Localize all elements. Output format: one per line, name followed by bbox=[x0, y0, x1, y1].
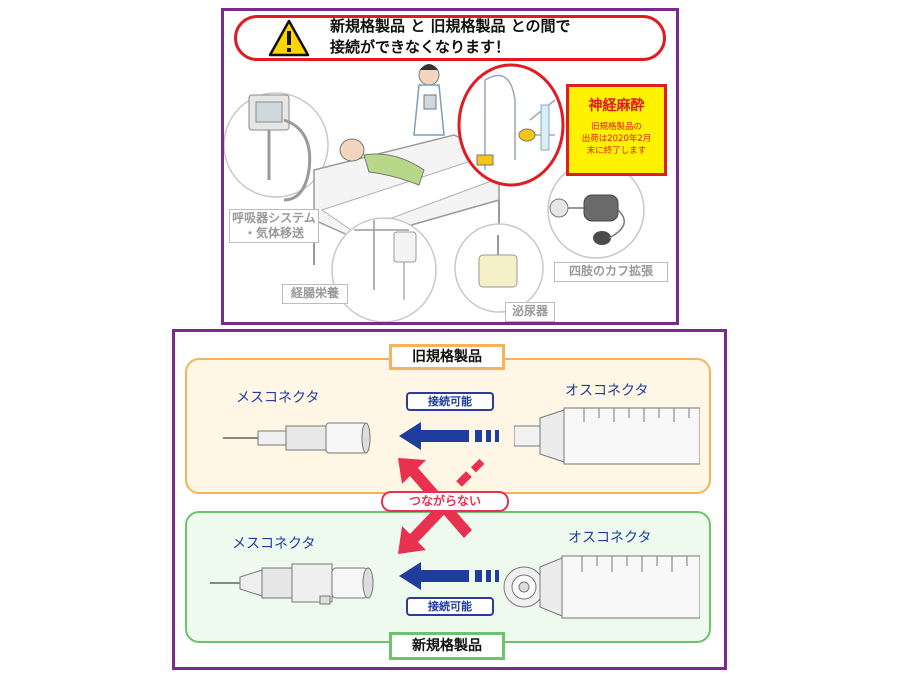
nerve-block-note-line-1: 旧規格製品の bbox=[590, 122, 642, 132]
old-female-connector-label: メスコネクタ bbox=[236, 390, 320, 406]
urinary-label: 泌尿器 bbox=[511, 304, 548, 318]
old-male-connector-label: オスコネクタ bbox=[565, 383, 649, 399]
incompatible-badge: つながらない bbox=[381, 491, 509, 512]
respiratory-label: 呼吸器システム ・気体移送 bbox=[229, 211, 319, 241]
old-female-connector bbox=[223, 422, 371, 454]
new-female-connector-label: メスコネクタ bbox=[232, 536, 316, 552]
warning-triangle-icon bbox=[268, 19, 310, 57]
nerve-block-note-line-3: 末に終了します bbox=[586, 146, 647, 156]
old-connect-arrow bbox=[399, 422, 499, 450]
cuff bbox=[583, 194, 619, 222]
patient-head bbox=[339, 138, 365, 162]
respiratory-label-line-1: 呼吸器システム bbox=[232, 211, 316, 225]
warning-text: 新規格製品 と 旧規格製品 との間で 接続ができなくなります！ bbox=[330, 16, 660, 58]
enteral-label: 経腸栄養 bbox=[290, 286, 339, 300]
nerve-block-title: 神経麻酔 bbox=[588, 98, 645, 114]
nerve-block-illustration bbox=[457, 63, 565, 187]
urinary-label-box bbox=[505, 302, 555, 322]
new-connectable-badge: 接続可能 bbox=[406, 597, 494, 616]
nerve-block-note: 旧規格製品の 出荷は2020年2月 末に終了します bbox=[569, 121, 664, 157]
old-standard-title: 旧規格製品 bbox=[389, 344, 505, 370]
old-male-syringe bbox=[514, 407, 700, 465]
respiratory-label-line-2: ・気体移送 bbox=[243, 226, 304, 240]
new-male-syringe bbox=[503, 555, 700, 619]
nerve-block-notice: 神経麻酔 旧規格製品の 出荷は2020年2月 末に終了します bbox=[566, 84, 667, 176]
enteral-circle bbox=[331, 217, 437, 322]
new-connect-arrow bbox=[399, 562, 499, 590]
old-connectable-badge: 接続可能 bbox=[406, 392, 494, 411]
nerve-block-note-line-2: 出荷は2020年2月 bbox=[581, 134, 652, 144]
limb-label-box bbox=[554, 262, 668, 282]
new-female-connector bbox=[210, 563, 374, 605]
new-standard-title: 新規格製品 bbox=[389, 632, 505, 660]
warning-line-2: 接続ができなくなります！ bbox=[330, 38, 511, 56]
respiratory-label-box bbox=[229, 209, 319, 243]
nurse-body bbox=[413, 84, 445, 136]
new-male-connector-label: オスコネクタ bbox=[568, 530, 652, 546]
enteral-label-box bbox=[282, 284, 348, 304]
hospital-scene-illustration bbox=[224, 64, 645, 322]
limb-label: 四肢のカフ拡張 bbox=[568, 264, 653, 278]
urine-bag bbox=[478, 254, 518, 288]
warning-line-1: 新規格製品 と 旧規格製品 との間で bbox=[330, 17, 571, 35]
